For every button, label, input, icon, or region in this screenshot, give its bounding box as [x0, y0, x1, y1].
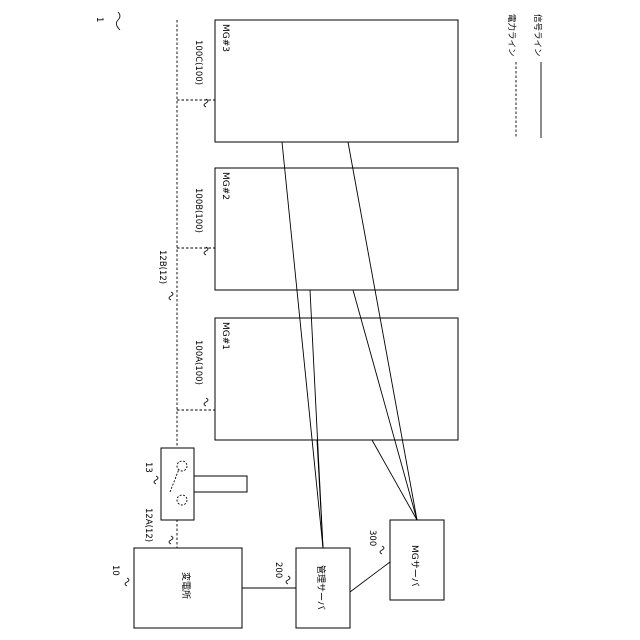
switch-ref-label: 13 — [143, 462, 153, 473]
line-12B-leader — [169, 292, 173, 300]
mg-server-label: MGサーバ — [409, 545, 420, 587]
legend-signal-line-label: 信号ライン — [532, 14, 543, 57]
switch-handle — [194, 476, 247, 492]
mg-block-1: MG#1 100A(100) — [193, 318, 458, 440]
management-to-mg-server-line — [350, 562, 390, 592]
switch-contact-top — [177, 461, 187, 471]
substation-ref-leader — [125, 578, 129, 586]
management-server-label: 管理サーバ — [315, 565, 327, 610]
switch-box — [161, 448, 194, 520]
line-12B-label: 12B(12) — [157, 250, 167, 284]
management-server-ref-leader — [286, 576, 290, 584]
legend-power-line-label: 電力ライン — [506, 14, 517, 57]
system-ref-leader — [116, 12, 120, 30]
mg-server: MGサーバ 300 — [367, 520, 444, 600]
switch-13: 13 — [143, 448, 247, 520]
system-ref-label: 1 — [94, 17, 104, 22]
line-12A-label: 12A(12) — [143, 508, 153, 542]
mg1-label: MG#1 — [220, 322, 230, 350]
mgserver-to-mg1-line — [372, 440, 417, 520]
mg3-ref-label: 100C(100) — [193, 40, 203, 85]
mg-block-2: MG#2 100B(100) — [193, 168, 458, 290]
mg1-box — [215, 318, 458, 440]
mg3-box — [215, 20, 458, 142]
mg2-label: MG#2 — [220, 172, 230, 200]
system-reference: 1 — [94, 12, 120, 30]
switch-contact-bottom — [177, 495, 187, 505]
mg-server-ref-label: 300 — [367, 530, 377, 546]
mg3-label: MG#3 — [220, 24, 230, 52]
mg-block-3: MG#3 100C(100) — [193, 20, 458, 142]
mg1-ref-label: 100A(100) — [193, 340, 203, 385]
management-server-ref-label: 200 — [273, 562, 283, 578]
substation-label: 変電所 — [180, 572, 192, 599]
mg-server-ref-leader — [380, 546, 384, 554]
substation-ref-label: 10 — [110, 565, 120, 576]
line-12B-annotation: 12B(12) — [157, 250, 173, 300]
mg2-box — [215, 168, 458, 290]
mg2-ref-label: 100B(100) — [193, 188, 203, 233]
switch-ref-leader — [154, 476, 158, 484]
legend: 電力ライン 信号ライン — [506, 14, 543, 138]
mg1-ref-leader — [204, 398, 208, 406]
line-12A-leader — [169, 536, 173, 544]
substation: 変電所 10 — [110, 548, 242, 628]
